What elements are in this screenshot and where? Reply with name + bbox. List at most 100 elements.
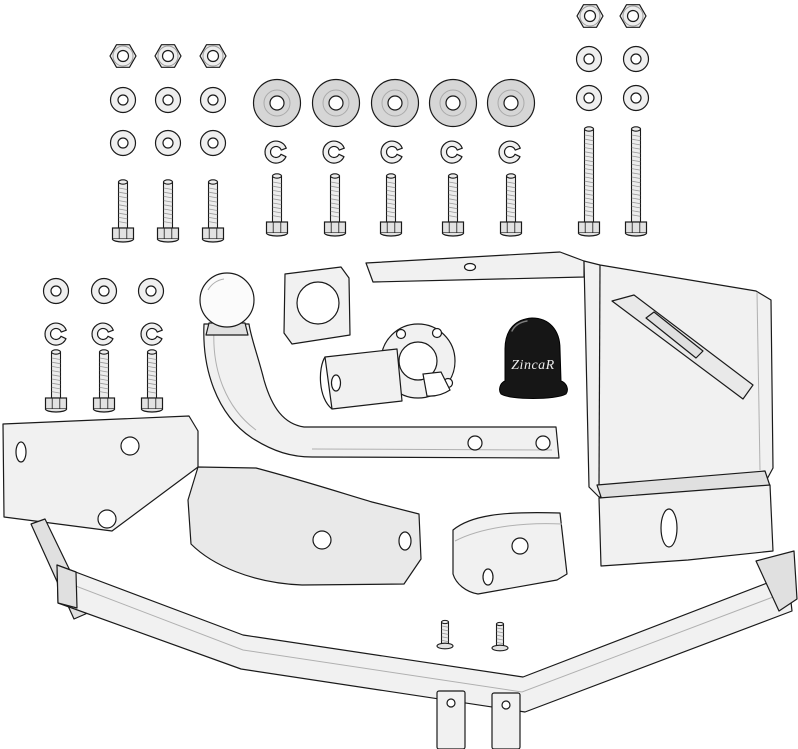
beam-fold-line — [59, 579, 782, 693]
spring-washer — [91, 322, 114, 346]
tow-ball-assembly — [199, 272, 560, 459]
hex-nut — [619, 4, 647, 28]
right-end-bracket — [755, 550, 798, 612]
flat-washer-small — [42, 277, 70, 305]
neck-highlight — [213, 329, 257, 431]
fold-line — [454, 523, 563, 542]
hex-bolt-medium — [323, 173, 347, 237]
left-side-bracket — [2, 415, 422, 586]
backing-plate-hole — [296, 281, 340, 325]
flat-washer-large — [486, 78, 536, 128]
center-support-bracket — [452, 512, 568, 595]
flat-washer-large — [428, 78, 478, 128]
beam-body — [56, 564, 793, 713]
spring-washer — [440, 140, 463, 164]
parts-layer: ZincaR — [2, 251, 798, 749]
hex-bolt-medium — [379, 173, 403, 237]
mounting-tab — [491, 692, 521, 749]
slot-hole — [660, 508, 678, 548]
bottom-mounting-tabs — [436, 690, 521, 749]
left-end-face — [56, 564, 78, 609]
right-side-bracket — [583, 260, 774, 567]
flat-washer-small — [575, 84, 603, 112]
bracket-plate — [583, 260, 774, 498]
bracket-slot — [482, 568, 494, 586]
flat-washer-small — [154, 86, 182, 114]
arm-hole — [535, 435, 551, 451]
flat-washer-small — [622, 45, 650, 73]
mounting-tab — [436, 690, 466, 749]
hex-bolt-medium — [499, 173, 523, 237]
flat-washer-small — [199, 86, 227, 114]
flat-washer-large — [252, 78, 302, 128]
flange-hole — [431, 327, 443, 339]
ball-cover-body — [499, 317, 568, 399]
stud-bolt — [491, 621, 509, 652]
lower-plate — [598, 484, 774, 567]
bracket-body — [452, 512, 568, 595]
flat-washer-small — [199, 129, 227, 157]
side-plate-slot — [398, 531, 412, 551]
flat-washer-small — [622, 84, 650, 112]
flat-washer-large — [311, 78, 361, 128]
bracket-hole — [511, 537, 529, 555]
plate-hole — [120, 436, 140, 456]
strap-hole — [463, 262, 477, 272]
flange-notch — [422, 371, 451, 397]
cover-highlight — [511, 320, 528, 332]
arm-end-edge — [319, 356, 333, 410]
ball-cover-logo: ZincaR — [511, 358, 554, 373]
spring-washer — [264, 140, 287, 164]
hex-bolt-medium — [92, 349, 116, 413]
flat-washer-small — [575, 45, 603, 73]
hex-nut — [576, 4, 604, 28]
swan-neck-arm — [203, 323, 560, 459]
socket-mounting-bracket — [319, 323, 456, 410]
bend-line — [598, 264, 601, 488]
hex-bolt-long — [624, 126, 648, 237]
socket-arm — [324, 348, 403, 410]
hex-bolt-medium — [265, 173, 289, 237]
tab-hole — [501, 700, 511, 710]
side-plate — [187, 466, 422, 586]
top-strap-plate — [365, 251, 585, 283]
flat-washer-small — [154, 129, 182, 157]
hex-bolt-medium — [441, 173, 465, 237]
flat-washer-small — [137, 277, 165, 305]
stud-bolt — [436, 619, 454, 650]
tab-hole — [446, 698, 456, 708]
hex-bolt-medium — [111, 179, 135, 243]
flat-washer-small — [109, 86, 137, 114]
hex-bolt-long — [577, 126, 601, 237]
bend-line — [756, 291, 761, 471]
flange-hole — [395, 328, 407, 340]
spring-washer — [140, 322, 163, 346]
ball-highlight — [207, 278, 225, 291]
hex-nut — [109, 44, 137, 68]
flat-washer-small — [90, 277, 118, 305]
backing-plate — [283, 266, 351, 345]
spring-washer — [44, 322, 67, 346]
ball-cover: ZincaR — [499, 317, 568, 399]
plate-hole — [97, 509, 117, 529]
flat-washer-small — [109, 129, 137, 157]
crossmember-beam — [30, 518, 798, 713]
flange-center-hole — [398, 341, 438, 381]
flat-washer-large — [370, 78, 420, 128]
spring-washer — [498, 140, 521, 164]
brace-rod — [645, 311, 704, 359]
tow-ball — [199, 272, 255, 328]
hex-nut — [154, 44, 182, 68]
plate-slot — [15, 441, 27, 463]
hex-bolt-medium — [201, 179, 225, 243]
hex-bolt-medium — [44, 349, 68, 413]
arm-slot — [330, 374, 342, 392]
fasteners-layer — [42, 4, 650, 652]
hex-bolt-medium — [140, 349, 164, 413]
hex-nut — [199, 44, 227, 68]
side-plate-hole — [312, 530, 332, 550]
arm-highlight — [311, 448, 553, 451]
spring-washer — [380, 140, 403, 164]
arm-hole — [467, 435, 483, 451]
